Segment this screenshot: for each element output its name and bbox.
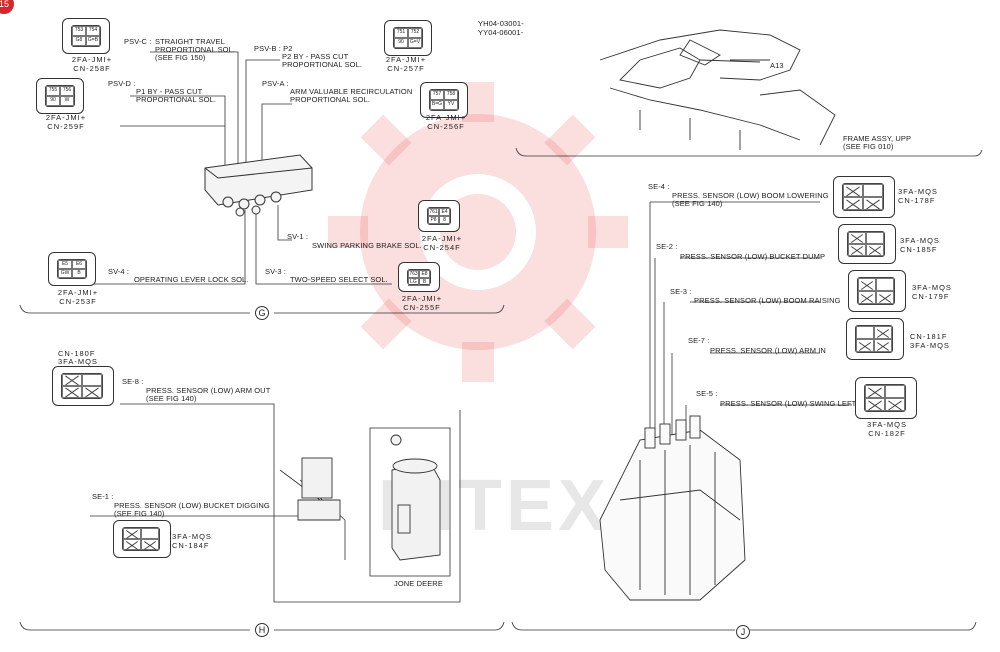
section-marker-g: G [255, 306, 269, 320]
sensor-desc: PRESS. SENSOR (LOW) BOOM RAISING [694, 296, 841, 305]
sensor-tag: SE-4 : [648, 182, 670, 191]
page-number-badge: 15 [0, 0, 14, 14]
conn-type: 2FA-JMI+ [71, 55, 113, 64]
conn-id: CN-257F [387, 64, 425, 73]
valve-desc: SWING PARKING BRAKE SOL. [312, 241, 422, 250]
valve-tag: SV-4 : [108, 267, 130, 276]
valve-desc: TWO-SPEED SELECT SOL. [290, 275, 388, 284]
valve-desc: PROPORTIONAL SOL. [290, 95, 371, 104]
conn-id: CN-181F [910, 332, 948, 341]
valve-desc: PROPORTIONAL SOL. [282, 60, 363, 69]
conn-type: 3FA-MQS [910, 341, 950, 350]
valve-tag: PSV-C : [124, 37, 152, 46]
conn-id: CN-259F [47, 122, 85, 131]
valve-desc: PROPORTIONAL SOL. [155, 45, 236, 54]
conn-type: 3FA-MQS [912, 283, 952, 292]
connector-cn185f [838, 224, 896, 264]
section-marker-h: H [255, 623, 269, 637]
frame-label-line2: (SEE FIG 010) [843, 142, 894, 151]
conn-id: CN-253F [59, 297, 97, 306]
conn-type: 2FA-JMI+ [57, 288, 99, 297]
valve-desc: ARM VALUABLE RECIRCULATION [290, 87, 413, 96]
conn-type: 3FA-MQS [900, 236, 940, 245]
sensor-desc: (SEE FIG 140) [146, 394, 197, 403]
connector-cn180f [52, 366, 114, 406]
section-marker-j: J [736, 625, 750, 639]
conn-id: CN-179F [912, 292, 950, 301]
sensor-tag: SE-2 : [656, 242, 678, 251]
sensor-desc: PRESS. SENSOR (LOW) SWING LEFT [720, 399, 857, 408]
valve-tag: PSV-A : [262, 79, 289, 88]
conn-type: 2FA-JMI+ [421, 234, 463, 243]
conn-id: CN-258F [73, 64, 111, 73]
valve-desc: P1 BY - PASS CUT [136, 87, 203, 96]
conn-id: CN-256F [427, 122, 465, 131]
sensor-desc: PRESS. SENSOR (LOW) BOOM LOWERING [672, 191, 829, 200]
sensor-desc: (SEE FIG 140) [114, 509, 165, 518]
conn-type: 3FA-MQS [172, 532, 212, 541]
valve-tag: SV-1 : [287, 232, 309, 241]
conn-id: CN-254F [423, 243, 461, 252]
connector-cn184f [113, 520, 171, 558]
conn-id: CN-182F [868, 429, 906, 438]
valve-desc: OPERATING LEVER LOCK SOL. [134, 275, 249, 284]
valve-desc: PROPORTIONAL SOL. [136, 95, 217, 104]
conn-type: 2FA-JMI+ [45, 113, 87, 122]
doc-code-1: YH04-03001- [478, 19, 524, 28]
sensor-desc: PRESS. SENSOR (LOW) BUCKET DIGGING [114, 501, 270, 510]
conn-id: CN-185F [900, 245, 938, 254]
sensor-tag: SE-3 : [670, 287, 692, 296]
conn-type: 2FA-JMI+ [385, 55, 427, 64]
connector-cn178f [833, 176, 895, 218]
conn-type: 3FA-MQS [58, 357, 98, 366]
valve-tag: PSV-D : [108, 79, 136, 88]
sensor-desc: PRESS. SENSOR (LOW) BUCKET DUMP [680, 252, 826, 261]
valve-desc: (SEE FIG 150) [155, 53, 206, 62]
engine-label: JONE DEERE [394, 579, 443, 588]
sensor-tag: SE-5 : [696, 389, 718, 398]
sensor-tag: SE-1 : [92, 492, 114, 501]
valve-tag: PSV-B : P2 [254, 44, 293, 53]
valve-tag: SV-3 : [265, 267, 287, 276]
conn-type: 2FA-JMI+ [425, 113, 467, 122]
conn-type: 3FA-MQS [898, 187, 938, 196]
connector-cn179f [848, 270, 906, 312]
conn-id: CN-178F [898, 196, 936, 205]
sensor-desc: PRESS. SENSOR (LOW) ARM IN [710, 346, 826, 355]
conn-id: CN-180F [58, 349, 96, 358]
sensor-desc: (SEE FIG 140) [672, 199, 723, 208]
frame-label-line1: FRAME ASSY, UPP [843, 134, 912, 143]
sensor-tag: SE-8 : [122, 377, 144, 386]
sensor-tag: SE-7 : [688, 336, 710, 345]
connector-cn181f [846, 318, 904, 360]
conn-id: CN-184F [172, 541, 210, 550]
doc-code-2: YY04-06001- [478, 28, 524, 37]
sensor-desc: PRESS. SENSOR (LOW) ARM OUT [146, 386, 271, 395]
conn-type: 2FA-JMI+ [401, 294, 443, 303]
connector-cn182f [855, 377, 917, 419]
frame-callout: A13 [770, 61, 784, 70]
valve-desc: STRAIGHT TRAVEL [155, 37, 225, 46]
conn-type: 3FA-MQS [867, 420, 907, 429]
conn-id: CN-255F [403, 303, 441, 312]
valve-desc: P2 BY - PASS CUT [282, 52, 349, 61]
